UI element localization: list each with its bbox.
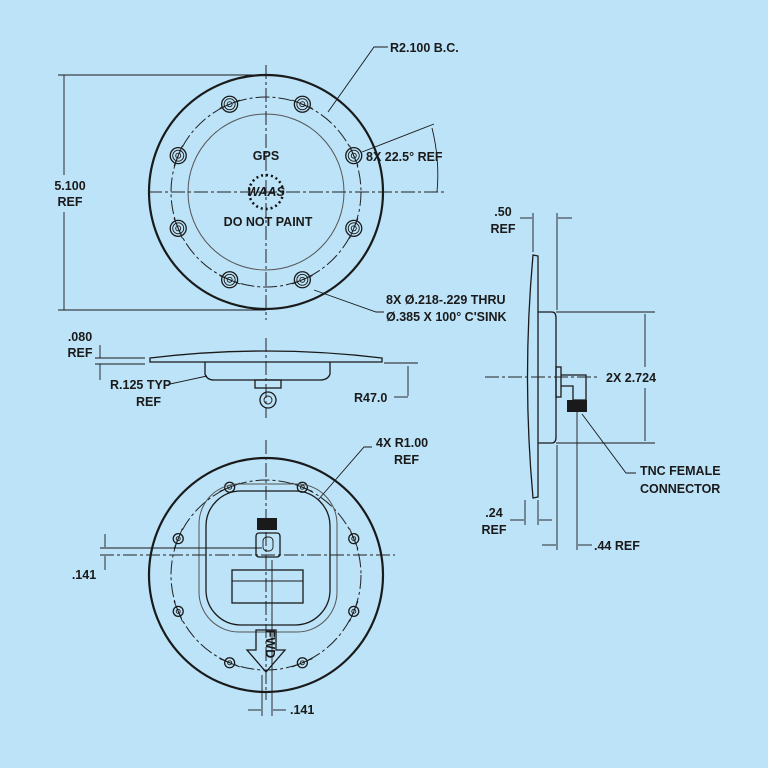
bolt-hole xyxy=(348,532,360,545)
bolt-hole xyxy=(172,532,184,545)
bolt-hole xyxy=(220,271,239,289)
bolt-hole xyxy=(350,225,357,232)
bolt-hole xyxy=(347,222,360,235)
corner-radius-ref: REF xyxy=(394,453,419,467)
dome-radius-dim: R47.0 xyxy=(354,391,387,405)
offset-bottom-dim: .141 xyxy=(290,703,314,717)
bolt-hole xyxy=(293,95,312,113)
waas-zone xyxy=(247,173,285,211)
bolt-hole xyxy=(226,276,233,283)
mounting-holes xyxy=(169,95,363,289)
bolt-hole xyxy=(169,146,187,165)
hole-tick xyxy=(173,601,183,622)
bolt-hole xyxy=(347,149,360,162)
connector-label: TNC FEMALE xyxy=(640,464,721,478)
bolt-hole xyxy=(348,605,360,618)
angle-dim: 8X 22.5° REF xyxy=(366,150,443,164)
do-not-paint-label: DO NOT PAINT xyxy=(224,215,313,229)
bolt-hole xyxy=(296,657,309,669)
bolt-circle-dim: R2.100 B.C. xyxy=(390,41,459,55)
fillet-dim: R.125 TYP xyxy=(110,378,171,392)
depth-ref: REF xyxy=(491,222,516,236)
hole-tick xyxy=(219,658,240,668)
mounting-holes-bottom xyxy=(172,481,360,669)
bolt-hole xyxy=(293,271,312,289)
connector-label-2: CONNECTOR xyxy=(640,482,720,496)
bolt-hole xyxy=(223,98,236,111)
bolt-hole xyxy=(172,222,185,235)
bolt-hole xyxy=(299,101,306,108)
hole-tick xyxy=(173,528,183,549)
bottom-view: FWD 4X R1.00 REF .141 .141 xyxy=(72,436,428,717)
bolt-hole xyxy=(299,484,305,490)
bolt-hole xyxy=(345,146,363,165)
hub-dim: 2X 2.724 xyxy=(606,371,656,385)
hole-tick xyxy=(349,601,359,622)
waas-label: WAAS xyxy=(247,185,285,199)
bolt-hole xyxy=(296,98,309,111)
bolt-hole xyxy=(227,660,233,666)
hole-tick xyxy=(292,275,313,285)
flange-ref: REF xyxy=(482,523,507,537)
bolt-hole xyxy=(296,273,309,286)
fillet-ref: REF xyxy=(136,395,161,409)
bolt-hole xyxy=(169,219,187,238)
bolt-hole xyxy=(223,273,236,286)
bolt-hole xyxy=(223,657,236,669)
bolt-hole xyxy=(172,149,185,162)
bolt-hole xyxy=(175,536,181,542)
right-view: 2X 2.724 .50 REF .24 REF .44 REF TNC FEM… xyxy=(482,205,721,553)
hole-dim: 8X Ø.218-.229 THRU xyxy=(386,293,506,307)
hole-tick xyxy=(349,528,359,549)
bolt-hole xyxy=(299,660,305,666)
top-view: GPS WAAS DO NOT PAINT 5.100 REF R2.100 B… xyxy=(54,41,506,324)
side-view: .080 REF R.125 TYP REF R47.0 xyxy=(68,330,418,418)
depth-dim: .50 xyxy=(494,205,511,219)
gps-label: GPS xyxy=(253,149,279,163)
bolt-hole xyxy=(175,225,182,232)
bolt-hole xyxy=(175,608,181,614)
bolt-hole xyxy=(345,219,363,238)
connector-offset-dim: .44 REF xyxy=(594,539,640,553)
bolt-hole xyxy=(351,536,357,542)
csink-dim: Ø.385 X 100° C'SINK xyxy=(386,310,507,324)
corner-radius-dim: 4X R1.00 xyxy=(376,436,428,450)
hole-tick xyxy=(349,218,359,239)
bolt-hole xyxy=(220,95,239,113)
hole-tick xyxy=(219,275,240,285)
offset-left-dim: .141 xyxy=(72,568,96,582)
fwd-arrow-label: FWD xyxy=(263,630,277,658)
bolt-hole xyxy=(299,276,306,283)
bolt-hole xyxy=(172,605,184,618)
bolt-hole xyxy=(175,152,182,159)
hole-tick xyxy=(292,99,313,109)
hole-tick xyxy=(173,145,183,166)
hole-tick xyxy=(219,99,240,109)
thickness-dim: .080 xyxy=(68,330,92,344)
hole-tick xyxy=(349,145,359,166)
bolt-hole xyxy=(351,608,357,614)
height-dim: 5.100 xyxy=(54,179,85,193)
height-dim-ref: REF xyxy=(58,195,83,209)
flange-dim: .24 xyxy=(485,506,502,520)
bolt-hole xyxy=(226,101,233,108)
thickness-ref: REF xyxy=(68,346,93,360)
hole-tick xyxy=(292,658,313,668)
hole-tick xyxy=(173,218,183,239)
bolt-hole xyxy=(350,152,357,159)
